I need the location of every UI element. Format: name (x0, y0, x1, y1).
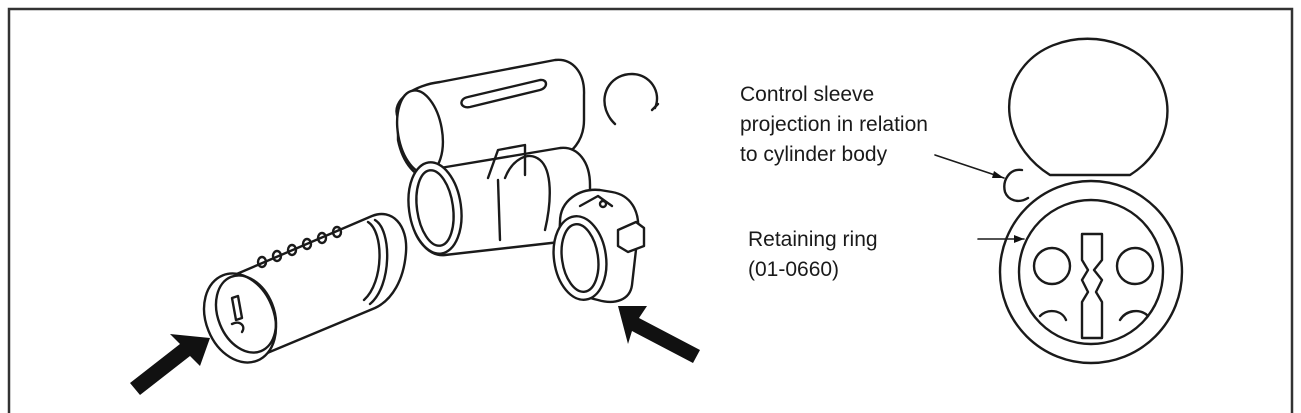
plug-keyway (230, 294, 244, 322)
label-control-sleeve-line-3: to cylinder body (740, 143, 888, 166)
end-view-notch-right (1118, 309, 1150, 322)
plug-keyway-base (230, 321, 245, 334)
label-control-sleeve-line-2: projection in relation (740, 113, 928, 136)
control-sleeve (552, 188, 646, 304)
end-view-sleeve-projection (1003, 168, 1030, 203)
cylinder-plug (202, 213, 408, 364)
cylinder-body-groove (503, 154, 551, 232)
label-control-sleeve-line-1: Control sleeve (740, 83, 874, 106)
arrow-icon (618, 306, 700, 363)
end-view-retaining-ring (1017, 198, 1165, 346)
label-retaining-ring-line-1: Retaining ring (748, 228, 878, 251)
end-view-outer-ring (998, 179, 1184, 365)
end-view-top-lobe (1008, 37, 1169, 177)
end-view-notch-left (1038, 309, 1068, 322)
plug-end-curve-inner (362, 220, 381, 302)
c-clip-ring (603, 72, 659, 126)
cylinder-body-seam (496, 178, 502, 242)
plug-end-curve (368, 218, 389, 306)
control-sleeve-notch (578, 194, 614, 208)
leader-control-sleeve (934, 154, 1005, 179)
label-retaining-ring-line-2: (01-0660) (748, 258, 839, 281)
cylinder-end-view (998, 37, 1184, 365)
pin-hole (316, 231, 328, 245)
end-view-left-pin (1032, 246, 1072, 286)
pin-hole (256, 255, 268, 269)
pin-hole (271, 249, 283, 263)
diagram-frame (7, 7, 1294, 413)
control-sleeve-opening-inner (560, 223, 600, 293)
pin-hole (286, 243, 298, 257)
cylinder-body-notch (486, 143, 527, 180)
arrow-icon (992, 171, 1004, 178)
arrow-icon (1014, 235, 1024, 243)
pin-hole (301, 237, 313, 251)
plug-face-rim (214, 274, 278, 354)
cylinder-body (395, 58, 592, 257)
cylinder-body-slot (460, 78, 548, 109)
end-view-right-pin (1115, 246, 1155, 286)
cylinder-body-bottom-bore-inner (415, 169, 455, 247)
c-clip-end (650, 102, 660, 112)
arrow-icon (130, 334, 210, 395)
end-view-keyway (1080, 232, 1104, 340)
pin-hole (331, 225, 343, 239)
control-sleeve-tab (616, 220, 646, 254)
control-sleeve-hole (598, 199, 608, 209)
